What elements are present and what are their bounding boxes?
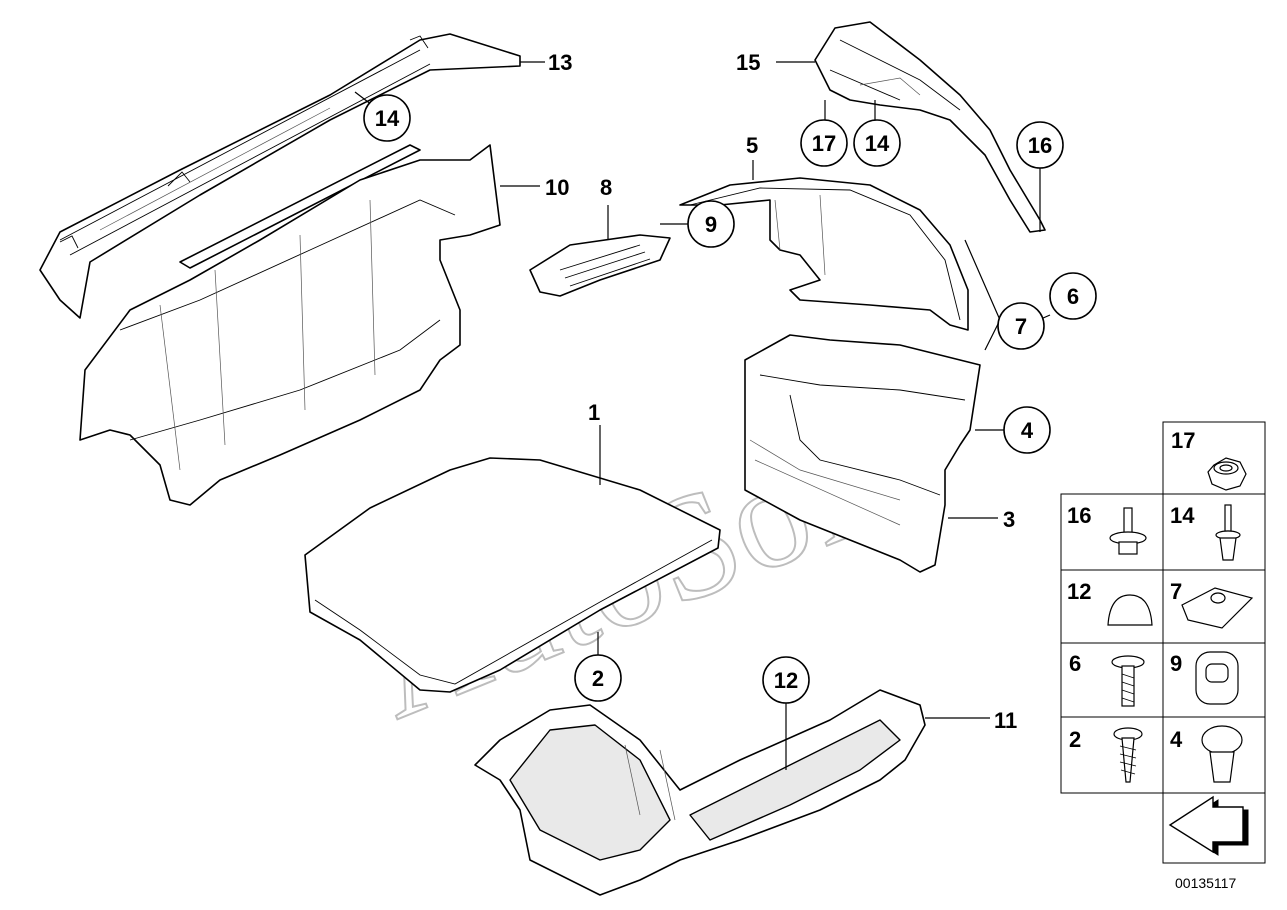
labels: 13 15 10 8 5 1 3 11 — [545, 50, 1017, 733]
svg-text:17: 17 — [812, 131, 836, 156]
self-tapping-screw-icon — [1113, 727, 1143, 783]
callout-16: 16 — [1016, 121, 1064, 169]
label-13: 13 — [548, 50, 572, 75]
part-10-side-trim — [79, 144, 501, 506]
part-5-wheelarch-trim — [679, 177, 969, 331]
svg-text:16: 16 — [1028, 133, 1052, 158]
svg-text:14: 14 — [375, 106, 400, 131]
table-cell-4: 4 — [1170, 727, 1183, 752]
part-8-vent-grille — [529, 234, 671, 297]
svg-text:12: 12 — [774, 668, 798, 693]
svg-text:6: 6 — [1067, 284, 1079, 309]
table-cell-6: 6 — [1069, 651, 1081, 676]
table-cell-16: 16 — [1067, 503, 1091, 528]
screw-icon — [1111, 655, 1145, 707]
label-3: 3 — [1003, 507, 1015, 532]
expanding-clip-icon — [1201, 725, 1243, 783]
callout-14-top: 14 — [363, 94, 411, 142]
callout-9: 9 — [687, 200, 735, 248]
table-cell-7: 7 — [1170, 579, 1182, 604]
part-13-upper-trim — [39, 33, 521, 319]
expanding-rivet-icon — [1215, 504, 1241, 561]
svg-text:9: 9 — [705, 212, 717, 237]
part-1-floor-mat — [304, 457, 721, 693]
clip-nut-icon — [1181, 587, 1254, 629]
table-cell-14: 14 — [1170, 503, 1195, 528]
dome-cap-icon — [1107, 594, 1153, 626]
table-cell-9: 9 — [1170, 651, 1182, 676]
part-11-storage-tray — [474, 689, 926, 896]
table-cell-2: 2 — [1069, 727, 1081, 752]
table-cell-12: 12 — [1067, 579, 1091, 604]
callout-12: 12 — [762, 656, 810, 704]
label-8: 8 — [600, 175, 612, 200]
label-10: 10 — [545, 175, 569, 200]
callout-17: 17 — [800, 119, 848, 167]
diagram-id: 00135117 — [1175, 875, 1236, 891]
svg-text:14: 14 — [865, 131, 890, 156]
fastener-table: 17 16 14 12 7 6 9 2 4 — [1060, 421, 1266, 864]
label-15: 15 — [736, 50, 760, 75]
hex-nut-icon — [1207, 457, 1247, 491]
part-4-side-liner — [744, 334, 981, 573]
push-rivet-icon — [1109, 507, 1147, 555]
label-5: 5 — [746, 133, 758, 158]
label-11: 11 — [994, 708, 1017, 733]
svg-text:2: 2 — [592, 666, 604, 691]
callout-14-right: 14 — [853, 119, 901, 167]
table-cell-17: 17 — [1171, 428, 1195, 453]
callout-7: 7 — [997, 302, 1045, 350]
grommet-icon — [1195, 651, 1239, 705]
arrow-icon — [1168, 795, 1249, 856]
callout-2: 2 — [574, 654, 622, 702]
label-1: 1 — [588, 400, 600, 425]
callouts: 14 17 14 16 9 6 7 4 — [363, 94, 1097, 704]
svg-text:4: 4 — [1021, 418, 1034, 443]
callout-6: 6 — [1049, 272, 1097, 320]
callout-4: 4 — [1003, 406, 1051, 454]
svg-text:7: 7 — [1015, 314, 1027, 339]
